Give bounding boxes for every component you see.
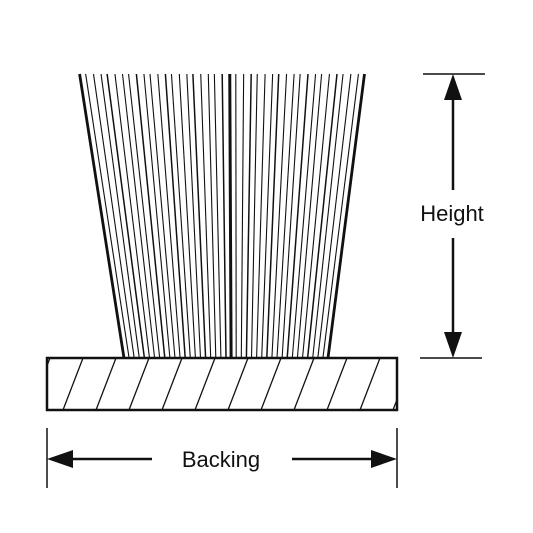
bristle-bundle <box>78 73 366 359</box>
bristle-line <box>291 73 317 359</box>
bristle-line <box>213 73 222 359</box>
bristle-line <box>164 73 186 359</box>
bristle-line <box>149 73 176 359</box>
height-arrowhead-bottom <box>444 332 462 358</box>
hatch-line <box>426 358 446 410</box>
bristle-line <box>306 73 338 359</box>
bristle-line <box>85 73 130 359</box>
bristle-line <box>261 73 274 359</box>
bristle-line <box>106 73 146 359</box>
backing-dimension: Backing <box>46 428 398 488</box>
bristle-line <box>301 73 330 359</box>
hatch-line <box>161 358 183 410</box>
bristle-line <box>228 73 233 359</box>
bristle-line <box>286 73 309 359</box>
backing-arrowhead-left <box>47 450 73 468</box>
hatch-line <box>359 358 381 410</box>
bristle-line <box>266 73 280 359</box>
height-arrowhead-top <box>444 74 462 100</box>
bristle-line <box>100 73 140 359</box>
bristle-line <box>245 73 252 359</box>
bristle-line <box>128 73 161 359</box>
bristle-line <box>200 73 212 359</box>
bristle-line <box>170 73 191 359</box>
hatch-line <box>392 397 397 410</box>
bristle-line <box>192 73 207 359</box>
bristle-line <box>281 73 301 359</box>
bristle-line <box>121 73 156 359</box>
backing-label: Backing <box>182 447 260 472</box>
bristle-line <box>296 73 323 359</box>
bristle-line <box>276 73 295 359</box>
bristle-line <box>143 73 171 359</box>
bristle-line <box>240 73 245 359</box>
hatch-line <box>293 358 315 410</box>
bristle-line <box>317 73 352 359</box>
bristle-line <box>207 73 217 359</box>
bristle-line <box>250 73 258 359</box>
bristle-line <box>221 73 227 359</box>
height-dimension: Height <box>420 73 485 359</box>
bristle-line <box>186 73 202 359</box>
bristle-line <box>135 73 166 359</box>
bristle-line <box>92 73 135 359</box>
bristle-line <box>312 73 344 359</box>
backing-arrowhead-right <box>371 450 397 468</box>
backing-block <box>45 356 446 412</box>
bristle-line <box>78 73 126 359</box>
hatch-line <box>128 358 150 410</box>
bristle-line <box>256 73 266 359</box>
bristle-line <box>114 73 151 359</box>
hatch-line <box>326 358 348 410</box>
bristle-line <box>178 73 196 359</box>
backing-hatch <box>47 358 446 410</box>
bristle-line <box>322 73 359 359</box>
bristle-line <box>326 73 366 359</box>
height-label: Height <box>420 201 484 226</box>
hatch-line <box>227 358 249 410</box>
hatch-line <box>260 358 282 410</box>
hatch-line <box>95 358 117 410</box>
bristle-line <box>271 73 288 359</box>
hatch-line <box>194 358 216 410</box>
hatch-line <box>62 358 84 410</box>
bristle-line <box>157 73 181 359</box>
